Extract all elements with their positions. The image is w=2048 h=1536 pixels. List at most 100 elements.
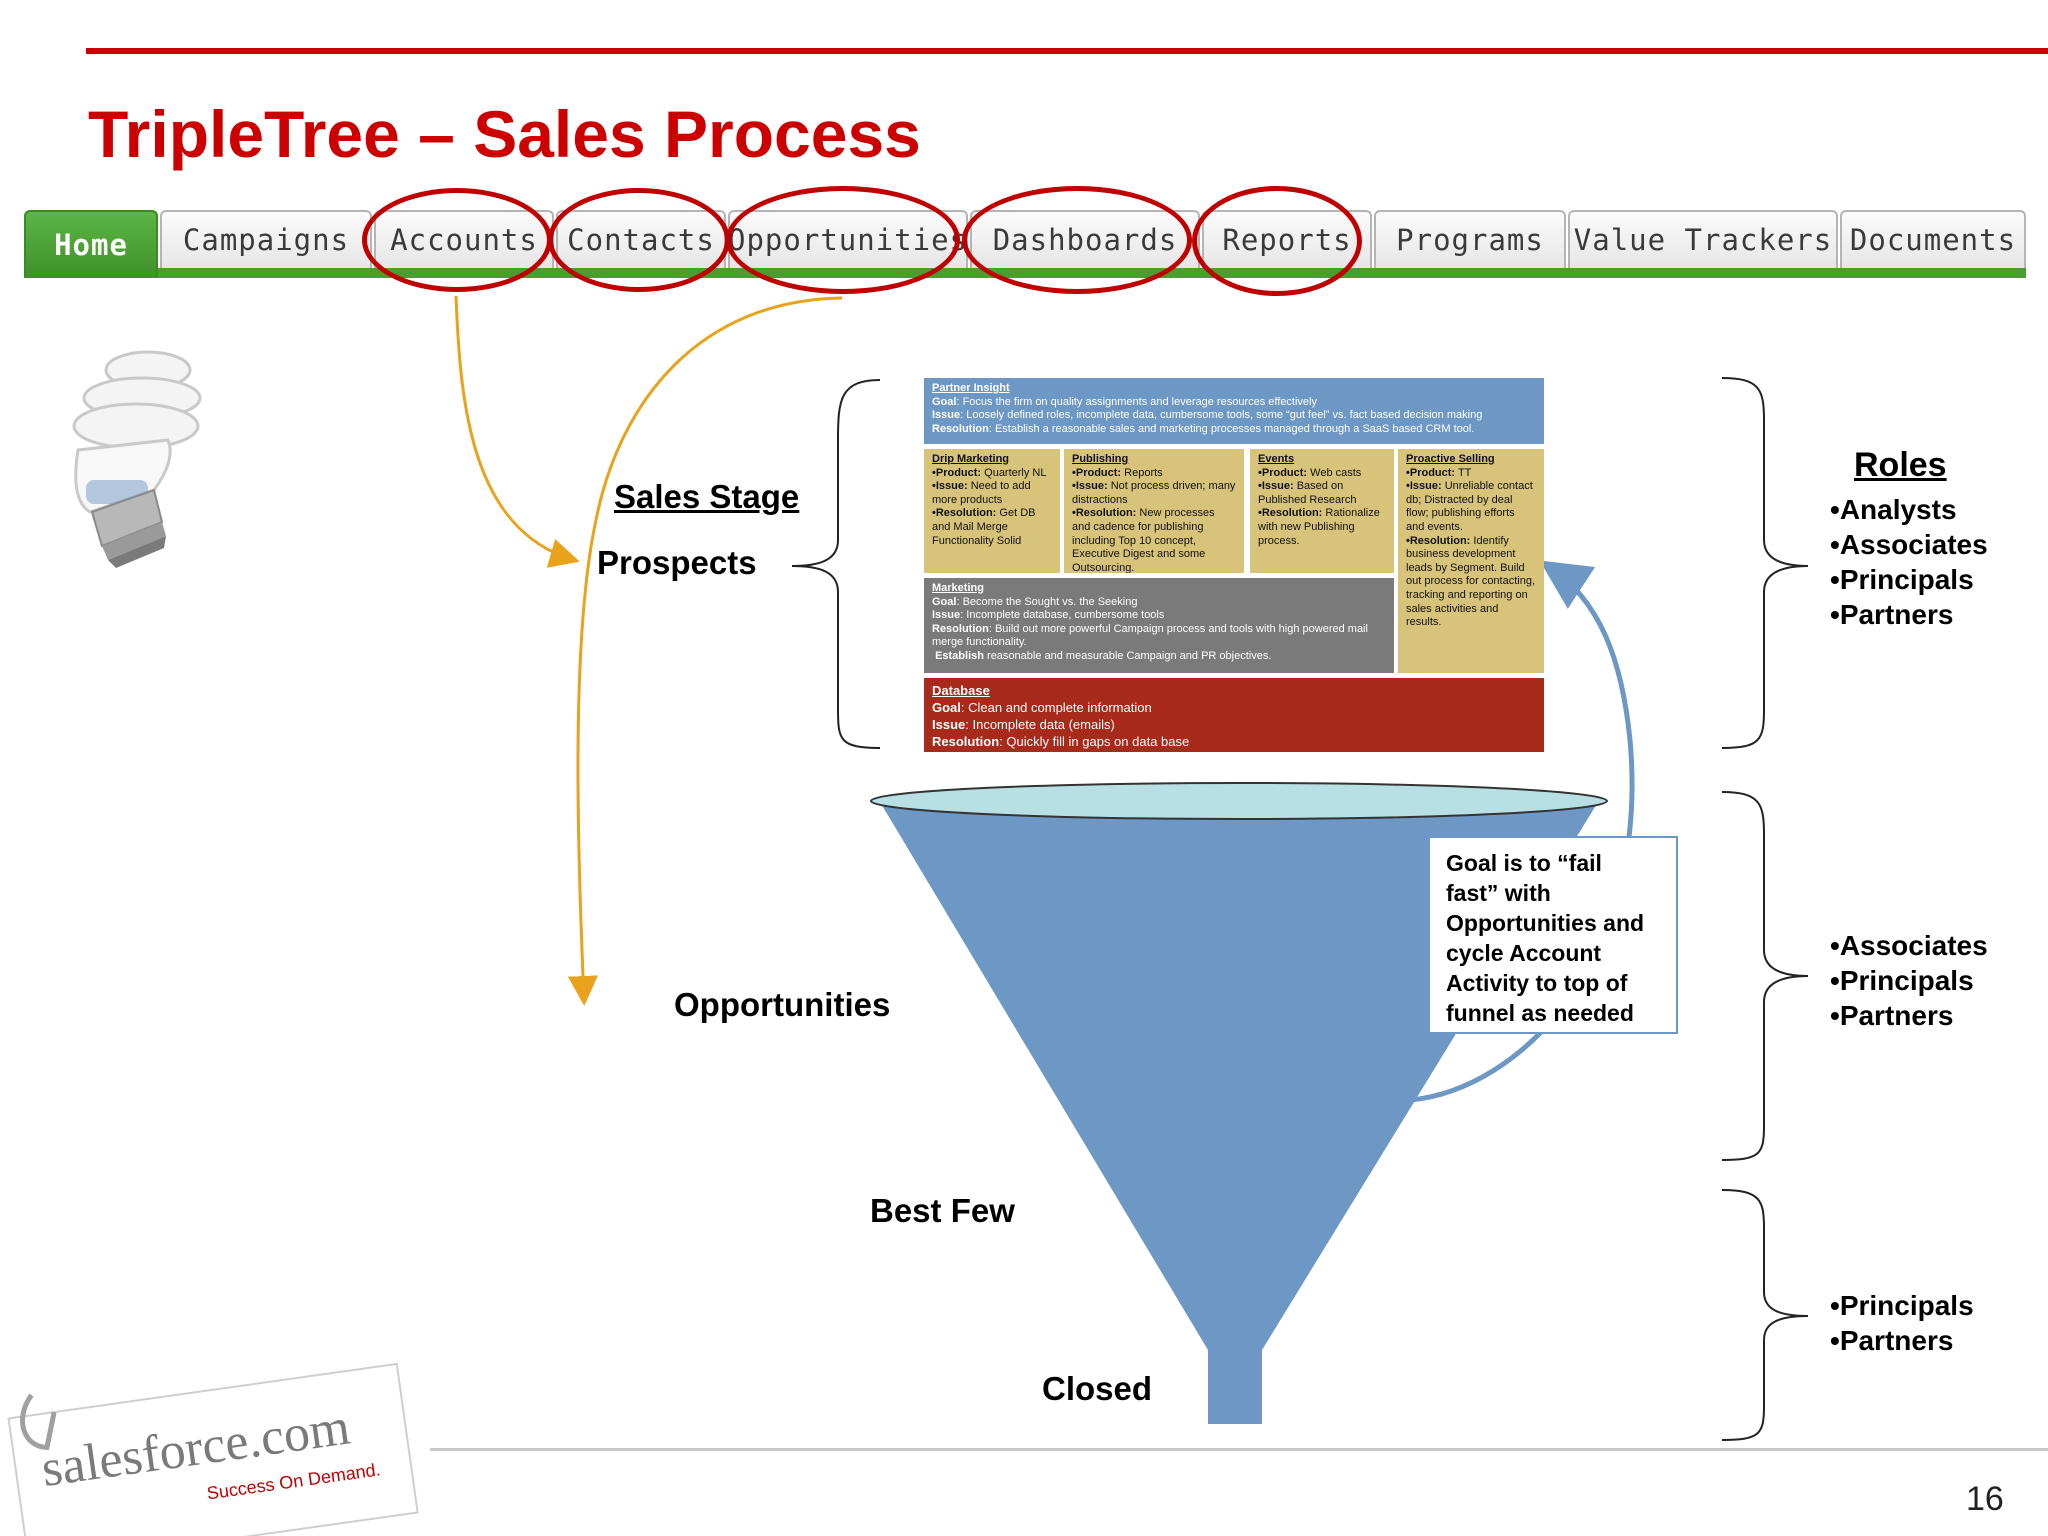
stage-prospects: Prospects [597, 544, 757, 581]
drip-issue: Need to add more products [932, 480, 1031, 506]
partner-resolution: Establish a reasonable sales and marketi… [994, 422, 1475, 435]
right-brace-2 [1721, 791, 1809, 1161]
salesforce-logo: salesforce.com Success On Demand. [7, 1362, 419, 1536]
marketing-resolution-label: Resolution [932, 622, 989, 635]
events-issue-label: •Issue: [1258, 480, 1294, 493]
proactive-issue: Unreliable contact db; Distracted by dea… [1406, 480, 1533, 533]
stage-best-few: Best Few [870, 1192, 1015, 1229]
publishing-title: Publishing [1072, 453, 1129, 465]
left-brace [791, 379, 881, 749]
stage-opportunities: Opportunities [674, 986, 891, 1023]
tab-campaigns[interactable]: Campaigns [160, 210, 372, 268]
partner-issue-label: Issue [932, 409, 961, 422]
publishing-product: Reports [1124, 466, 1163, 479]
marketing-issue-label: Issue [932, 609, 961, 622]
marketing-establish-label: Establish [935, 649, 984, 662]
right-brace-1 [1721, 377, 1809, 749]
marketing-box: Marketing Goal: Become the Sought vs. th… [924, 578, 1394, 673]
events-title: Events [1258, 453, 1295, 465]
database-issue-label: Issue [932, 717, 966, 732]
drip-product-label: •Product: [932, 466, 982, 479]
publishing-resolution: New processes and cadence for publishing… [1072, 507, 1215, 573]
dashboards-highlight-circle [962, 186, 1192, 294]
drip-resolution: Get DB and Mail Merge Functionality Soli… [932, 507, 1036, 547]
role-item: Principals [1830, 562, 1988, 597]
events-box: Events •Product: Web casts •Issue: Based… [1250, 449, 1394, 573]
events-product: Web casts [1310, 466, 1362, 479]
partner-resolution-label: Resolution [932, 422, 989, 435]
marketing-issue: Incomplete database, cumbersome tools [966, 609, 1165, 622]
tab-home[interactable]: Home [24, 210, 158, 278]
events-resolution: Rationalize with new Publishing process. [1258, 507, 1380, 547]
events-product-label: •Product: [1258, 466, 1308, 479]
marketing-goal-label: Goal [932, 595, 957, 608]
database-resolution: Quickly fill in gaps on data base [1006, 734, 1190, 749]
fail-fast-callout: Goal is to “fail fast” with Opportunitie… [1428, 836, 1678, 1034]
partner-insight-box: Partner Insight Goal: Focus the firm on … [924, 378, 1544, 444]
role-item: Principals [1830, 1288, 1974, 1323]
drip-marketing-box: Drip Marketing •Product: Quarterly NL •I… [924, 449, 1060, 573]
role-item: Analysts [1830, 492, 1988, 527]
page-number: 16 [1966, 1480, 2004, 1518]
role-item: Partners [1830, 1323, 1974, 1358]
database-goal: Clean and complete information [968, 700, 1152, 715]
role-item: Principals [1830, 963, 1988, 998]
proactive-resolution: Identify business development leads by S… [1406, 534, 1536, 629]
opportunities-highlight-circle [726, 186, 960, 294]
drip-product: Quarterly NL [984, 466, 1047, 479]
roles-group-prospects: Analysts Associates Principals Partners [1830, 492, 1988, 632]
proactive-issue-label: •Issue: [1406, 480, 1442, 493]
tab-value-trackers[interactable]: Value Trackers [1568, 210, 1838, 268]
database-issue: Incomplete data (emails) [972, 717, 1115, 732]
publishing-product-label: •Product: [1072, 466, 1122, 479]
marketing-goal: Become the Sought vs. the Seeking [962, 595, 1138, 608]
partner-insight-title: Partner Insight [932, 382, 1010, 394]
right-brace-3 [1721, 1189, 1809, 1441]
database-title: Database [932, 683, 990, 698]
proactive-product-label: •Product: [1406, 466, 1456, 479]
database-resolution-label: Resolution [932, 734, 1000, 749]
roles-heading: Roles [1854, 446, 1947, 484]
marketing-title: Marketing [932, 582, 984, 594]
light-bulb-icon [72, 350, 202, 568]
tab-documents[interactable]: Documents [1840, 210, 2026, 268]
tab-programs[interactable]: Programs [1374, 210, 1566, 268]
partner-goal-label: Goal [932, 395, 957, 408]
partner-issue: Loosely defined roles, incomplete data, … [966, 409, 1483, 422]
role-item: Associates [1830, 928, 1988, 963]
role-item: Associates [1830, 527, 1988, 562]
reports-highlight-circle [1192, 186, 1362, 296]
footer-divider [430, 1448, 2048, 1451]
proactive-selling-title: Proactive Selling [1406, 453, 1495, 465]
roles-group-opportunities: Associates Principals Partners [1830, 928, 1988, 1033]
publishing-issue-label: •Issue: [1072, 480, 1108, 493]
publishing-issue: Not process driven; many distractions [1072, 480, 1236, 506]
marketing-resolution: Build out more powerful Campaign process… [932, 622, 1368, 649]
opportunities-to-opportunities-arrow [567, 296, 843, 1006]
roles-group-closing: Principals Partners [1830, 1288, 1974, 1358]
accounts-to-prospects-arrow [454, 295, 580, 568]
proactive-selling-box: Proactive Selling •Product: TT •Issue: U… [1398, 449, 1544, 673]
sales-stage-heading: Sales Stage [614, 478, 800, 515]
stage-closed: Closed [1042, 1370, 1153, 1407]
events-issue: Based on Published Research [1258, 480, 1357, 506]
funnel-body [880, 802, 1598, 1424]
events-resolution-label: •Resolution: [1258, 507, 1323, 520]
proactive-resolution-label: •Resolution: [1406, 534, 1471, 547]
role-item: Partners [1830, 597, 1988, 632]
role-item: Partners [1830, 998, 1988, 1033]
proactive-product: TT [1457, 466, 1472, 479]
drip-issue-label: •Issue: [932, 480, 968, 493]
publishing-box: Publishing •Product: Reports •Issue: Not… [1064, 449, 1244, 573]
database-goal-label: Goal [932, 700, 961, 715]
slide-title: TripleTree – Sales Process [88, 97, 921, 171]
partner-goal: Focus the firm on quality assignments an… [962, 395, 1317, 408]
top-divider [86, 48, 2048, 54]
database-box: Database Goal: Clean and complete inform… [924, 678, 1544, 752]
publishing-resolution-label: •Resolution: [1072, 507, 1137, 520]
drip-marketing-title: Drip Marketing [932, 453, 1010, 465]
cycle-back-arrow [1409, 560, 1635, 1103]
marketing-establish: reasonable and measurable Campaign and P… [987, 649, 1272, 662]
funnel-rim [870, 782, 1608, 820]
